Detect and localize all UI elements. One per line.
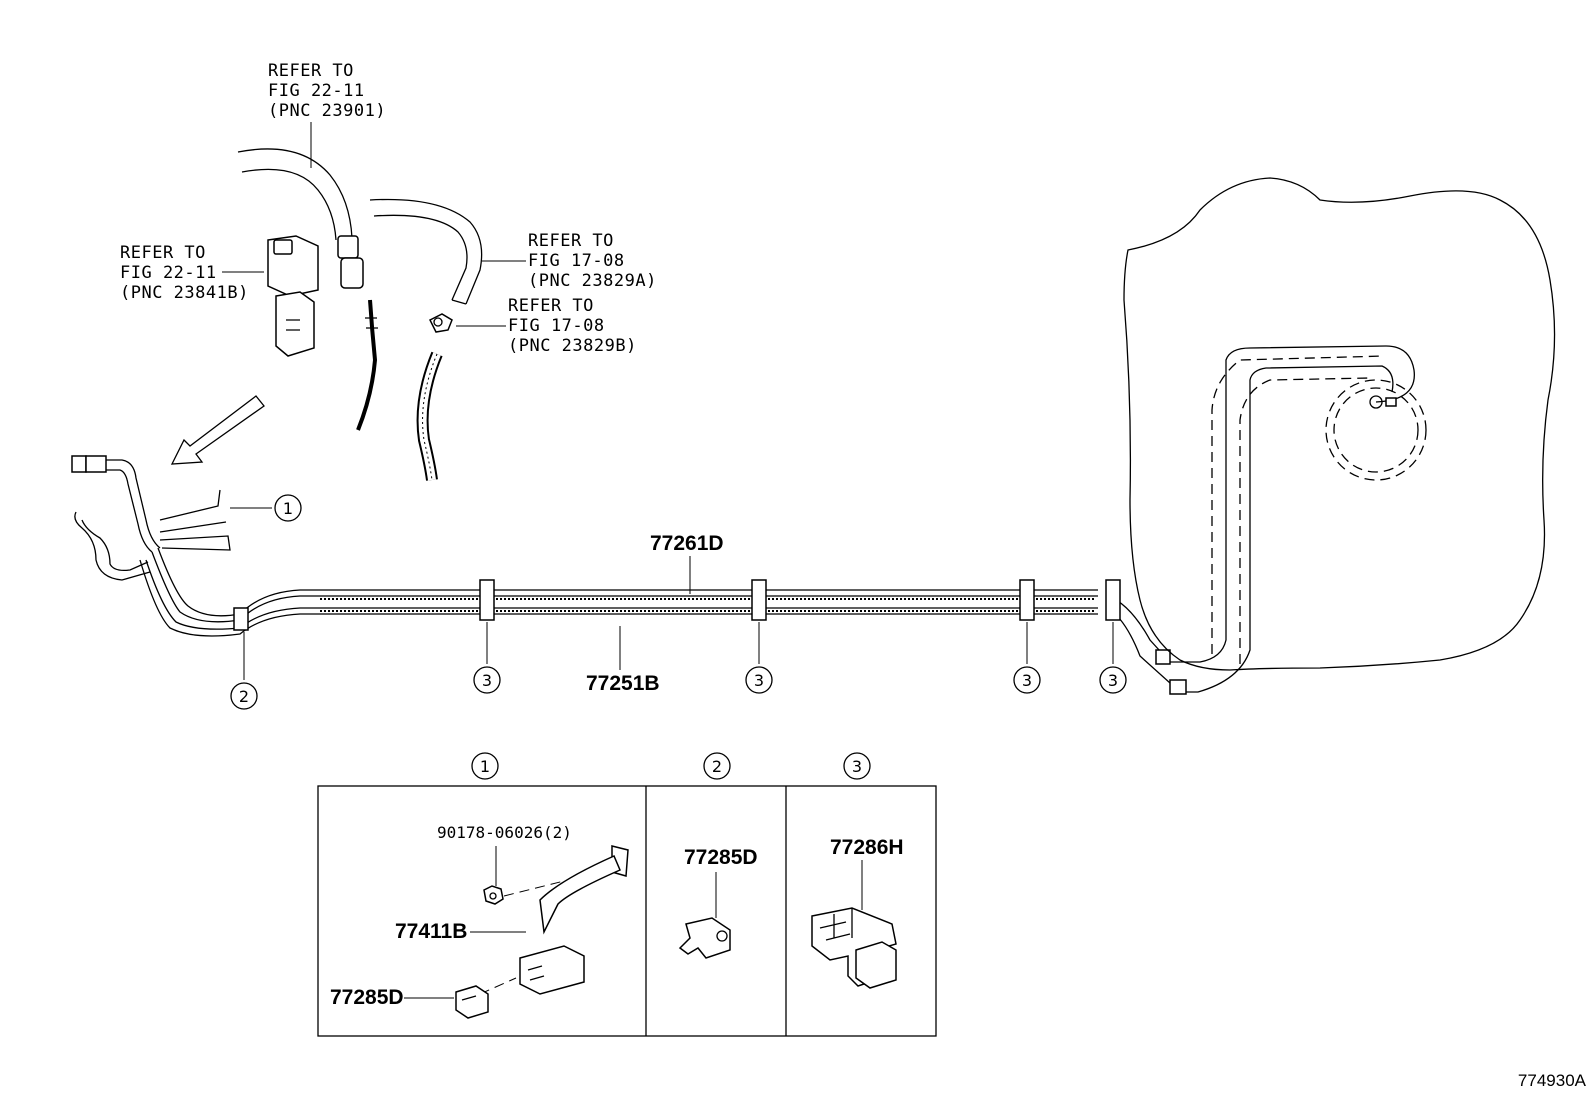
tube-clamps xyxy=(233,579,1121,631)
clamp-77286h xyxy=(811,907,897,989)
svg-text:REFER TO: REFER TO xyxy=(508,296,594,316)
direction-arrow xyxy=(170,395,265,465)
svg-text:3: 3 xyxy=(1108,671,1118,690)
callout-2: 2 xyxy=(230,682,258,710)
ref-label-23841b: REFER TO FIG 22-11 (PNC 23841B) xyxy=(120,243,249,303)
fuel-hose-23829a xyxy=(369,198,483,481)
callout-1: 1 xyxy=(274,494,302,522)
svg-text:3: 3 xyxy=(482,671,492,690)
detail-header-2: 2 xyxy=(703,752,731,780)
svg-text:3: 3 xyxy=(754,671,764,690)
ref-label-23829a: REFER TO FIG 17-08 (PNC 23829A) xyxy=(528,231,657,291)
svg-text:1: 1 xyxy=(480,757,490,776)
callout-3: 3 xyxy=(1013,666,1041,694)
callout-3: 3 xyxy=(473,666,501,694)
svg-text:REFER TO: REFER TO xyxy=(528,231,614,251)
svg-text:(PNC 23901): (PNC 23901) xyxy=(268,101,386,121)
part-number-77286h: 77286H xyxy=(830,836,904,859)
clamp-3d xyxy=(1105,579,1121,621)
detail-header-1: 1 xyxy=(471,752,499,780)
clip-77285d xyxy=(455,985,489,1019)
svg-text:FIG 17-08: FIG 17-08 xyxy=(508,316,605,336)
connector-23841b xyxy=(267,235,319,357)
part-number-77285d: 77285D xyxy=(330,986,404,1009)
part-number-90178-06026: 90178-06026(2) xyxy=(437,823,572,842)
svg-text:(PNC 23841B): (PNC 23841B) xyxy=(120,283,249,303)
fuel-tank xyxy=(1123,177,1556,671)
fuel-tube-assembly xyxy=(71,345,1415,695)
ref-label-23901: REFER TO FIG 22-11 (PNC 23901) xyxy=(268,61,386,121)
part-number-77251b: 77251B xyxy=(586,672,660,695)
svg-text:FIG 22-11: FIG 22-11 xyxy=(268,81,365,101)
assembly-line xyxy=(479,977,517,995)
clamp-3c xyxy=(1019,579,1035,621)
clip-77285d xyxy=(678,917,731,959)
clamp-2 xyxy=(233,607,249,631)
figure-id: 774930A xyxy=(1518,1071,1587,1090)
svg-text:(PNC 23829B): (PNC 23829B) xyxy=(508,336,637,356)
svg-text:(PNC 23829A): (PNC 23829A) xyxy=(528,271,657,291)
nut-part xyxy=(483,885,504,905)
svg-text:3: 3 xyxy=(852,757,862,776)
svg-text:REFER TO: REFER TO xyxy=(268,61,354,81)
fuel-hose-23901 xyxy=(237,148,378,431)
svg-text:REFER TO: REFER TO xyxy=(120,243,206,263)
svg-text:3: 3 xyxy=(1022,671,1032,690)
clamp-3b xyxy=(751,579,767,621)
svg-text:1: 1 xyxy=(283,499,293,518)
svg-text:2: 2 xyxy=(712,757,722,776)
clamp-3a xyxy=(479,579,495,621)
part-number-77285d: 77285D xyxy=(684,846,758,869)
callout-3: 3 xyxy=(1099,666,1127,694)
svg-text:2: 2 xyxy=(239,687,249,706)
part-number-77261d: 77261D xyxy=(650,532,724,555)
bracket-77411b xyxy=(519,845,629,995)
svg-text:FIG 22-11: FIG 22-11 xyxy=(120,263,217,283)
ref-label-23829b: REFER TO FIG 17-08 (PNC 23829B) xyxy=(508,296,637,356)
part-number-77411b: 77411B xyxy=(395,920,467,943)
callout-3: 3 xyxy=(745,666,773,694)
svg-text:FIG 17-08: FIG 17-08 xyxy=(528,251,625,271)
detail-table xyxy=(317,785,937,1037)
hose-clip-23829b xyxy=(428,313,453,333)
detail-header-3: 3 xyxy=(843,752,871,780)
